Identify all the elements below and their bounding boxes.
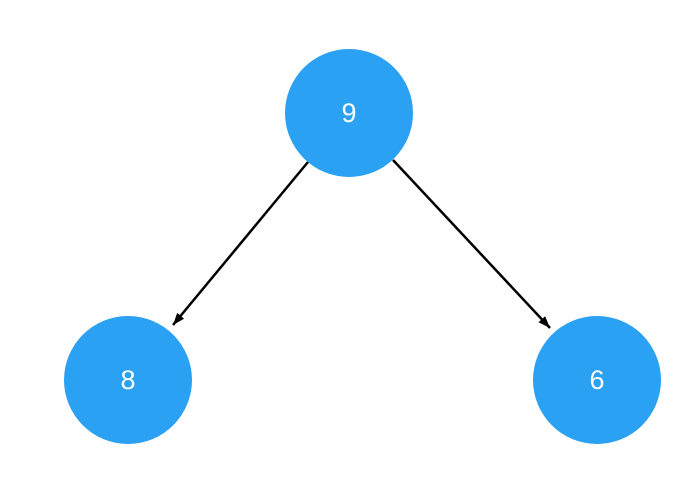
tree-node-left-child-value: 8 <box>120 364 136 395</box>
tree-node-root[interactable]: 9 <box>285 49 413 177</box>
tree-node-right-child[interactable]: 6 <box>533 316 661 444</box>
tree-node-root-value: 9 <box>341 97 357 128</box>
edge-root-to-right-child <box>392 159 551 329</box>
tree-node-right-child-value: 6 <box>589 364 605 395</box>
tree-node-left-child[interactable]: 8 <box>64 316 192 444</box>
edge-root-to-left-child <box>172 161 309 326</box>
